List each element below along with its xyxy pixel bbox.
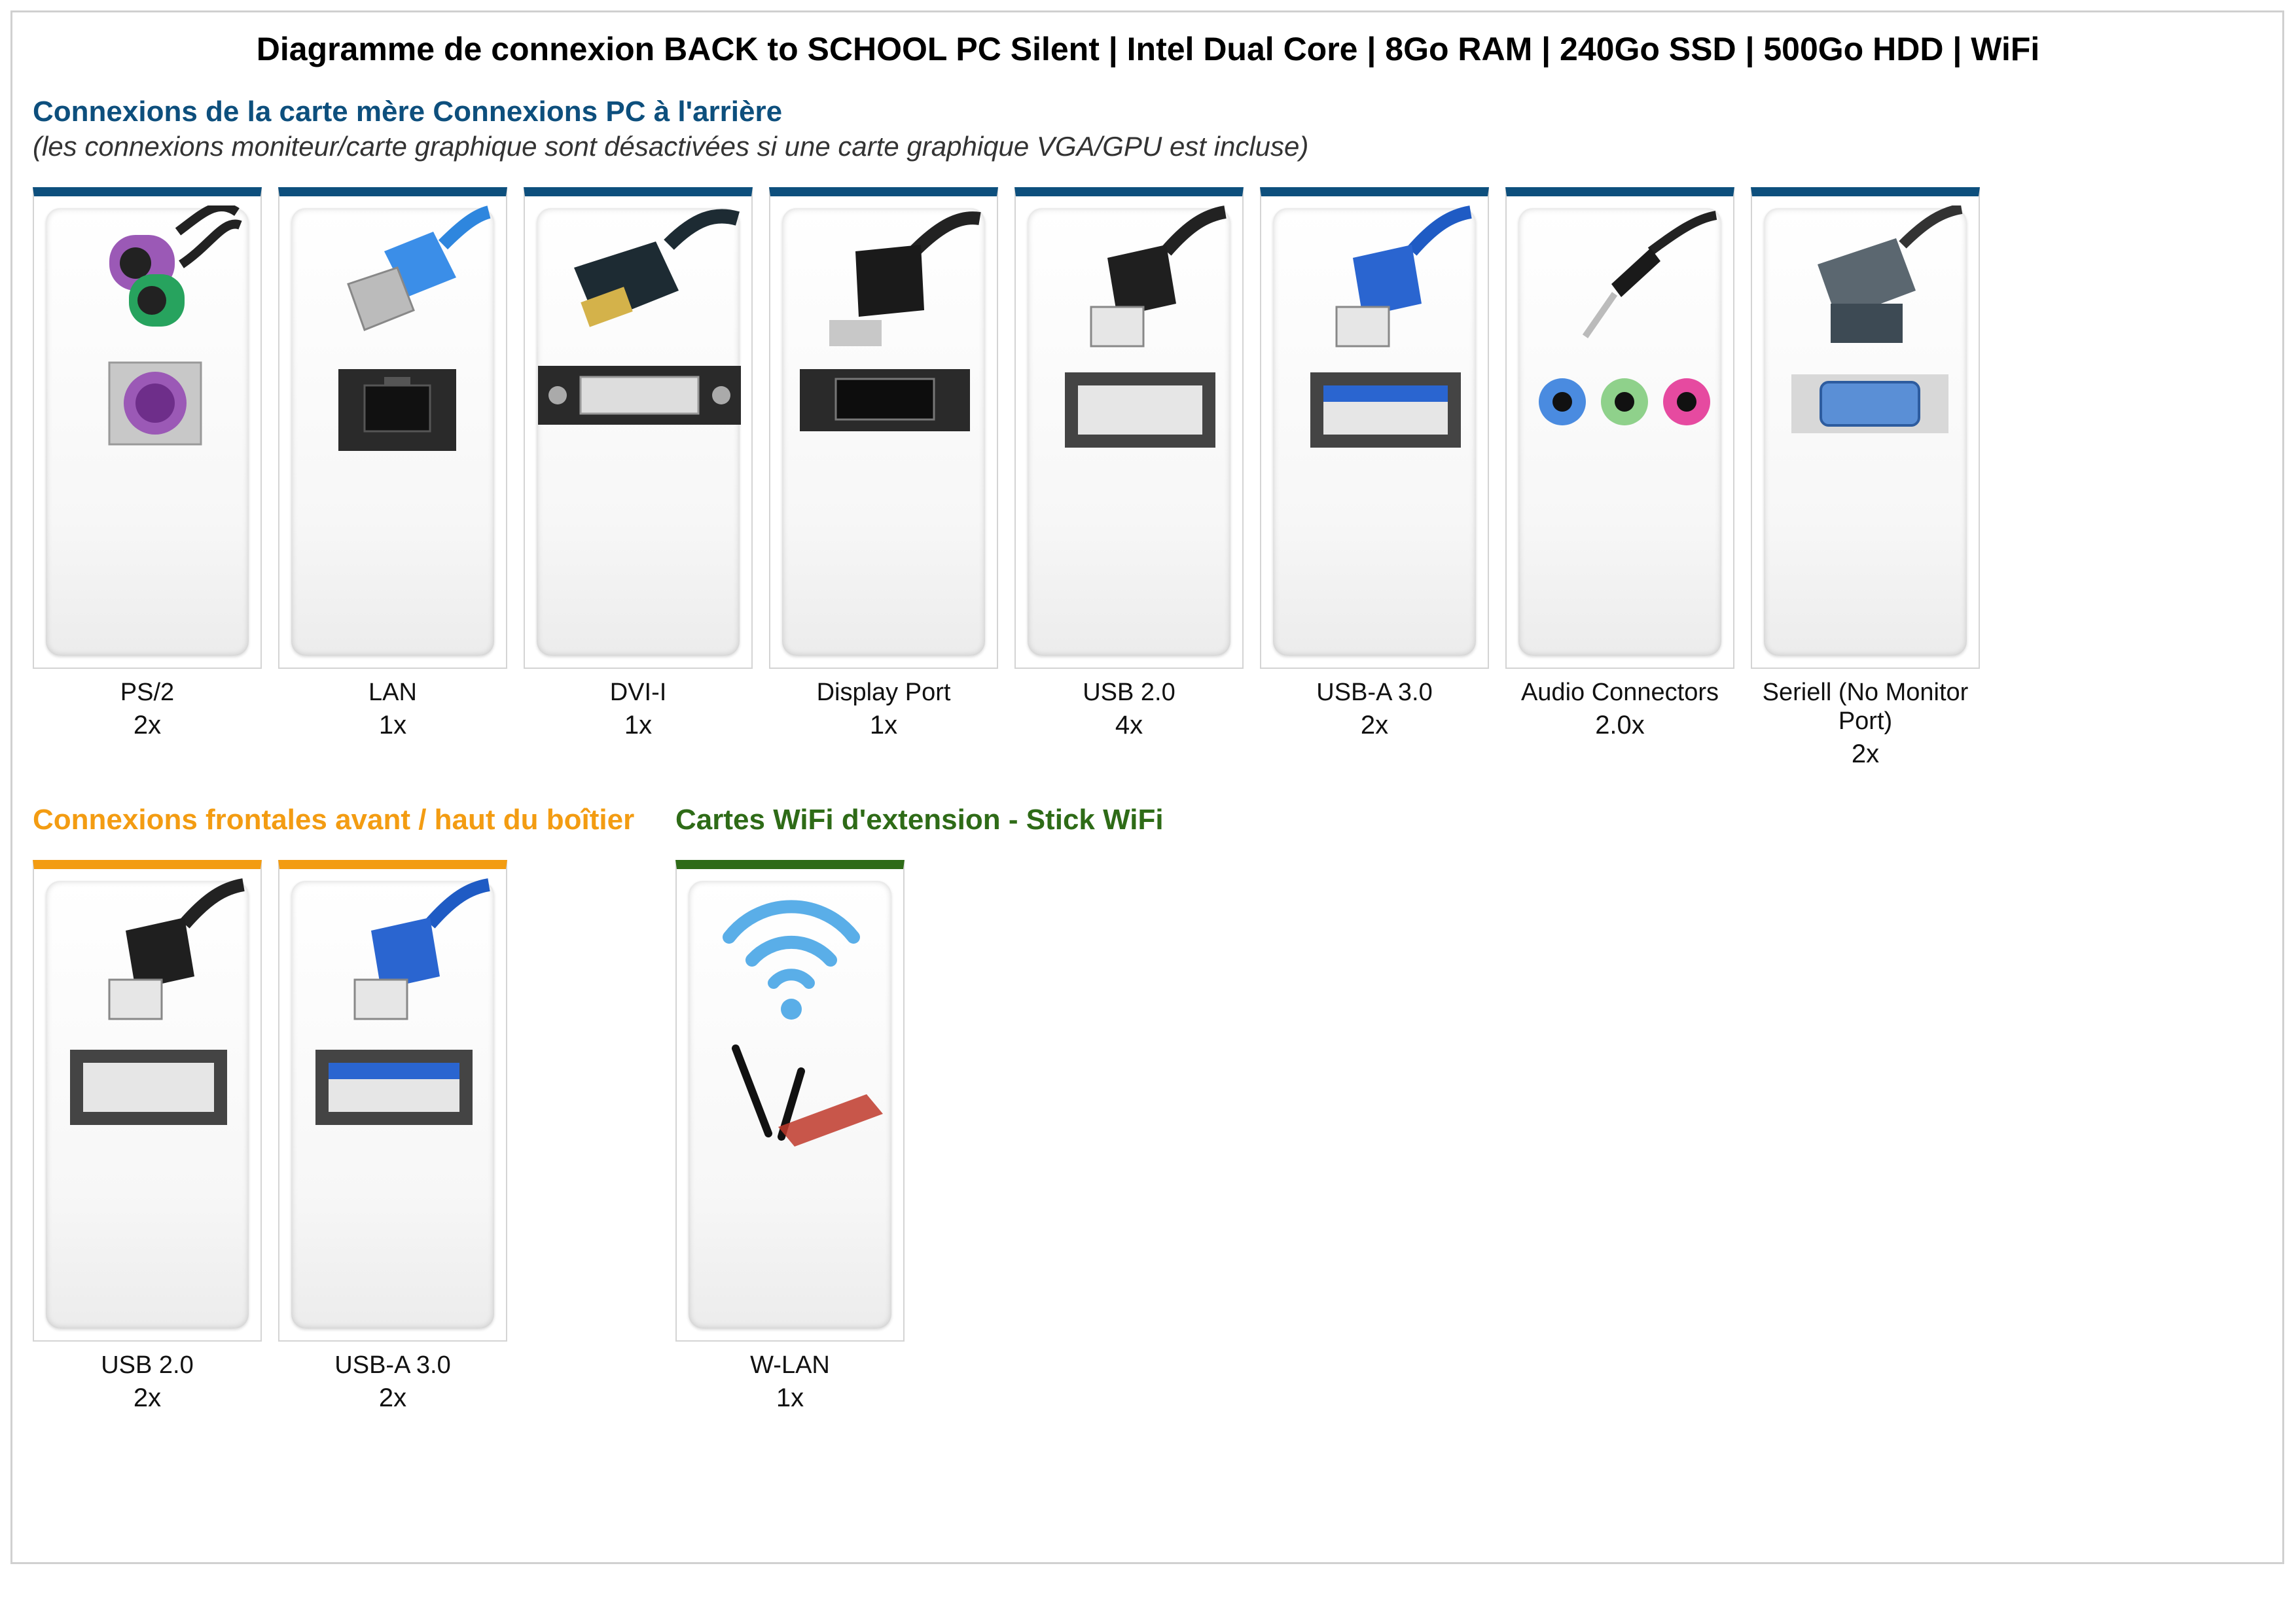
rear-qty-displayport: 1x: [869, 711, 898, 740]
connector-card-lan: [278, 187, 507, 669]
usb3-connector-icon: [1310, 205, 1472, 448]
front-qty-usb2: 2x: [133, 1383, 162, 1412]
front-qty-usb3: 2x: [378, 1383, 407, 1412]
wifi-label-wlan: W-LAN: [750, 1351, 830, 1379]
rear-section-title: Connexions de la carte mère Connexions P…: [33, 96, 783, 128]
front-card-usb2: [33, 860, 262, 1342]
front-section-title: Connexions frontales avant / haut du boî…: [33, 804, 635, 836]
usb3-connector-icon: [315, 878, 490, 1125]
connector-card-usb3: [1260, 187, 1489, 669]
rear-qty-serial: 2x: [1851, 740, 1880, 768]
audio-connector-icon: [1539, 211, 1717, 425]
rear-qty-ps2: 2x: [133, 711, 162, 740]
usb2-connector-icon: [70, 878, 245, 1125]
connector-card-serial: [1751, 187, 1980, 669]
wifi-section-title: Cartes WiFi d'extension - Stick WiFi: [675, 804, 1164, 836]
connector-card-usb2: [1014, 187, 1244, 669]
page-title: Diagramme de connexion BACK to SCHOOL PC…: [256, 31, 2040, 67]
connector-card-audio: [1505, 187, 1734, 669]
wifi-card-icon: [723, 900, 883, 1147]
wifi-qty-wlan: 1x: [776, 1383, 804, 1412]
usb2-connector-icon: [1065, 205, 1227, 448]
rear-qty-lan: 1x: [378, 711, 407, 740]
rear-label-lan: LAN: [368, 679, 417, 706]
rear-label-displayport: Display Port: [816, 679, 951, 706]
displayport-connector-icon: [800, 211, 981, 431]
rear-qty-usb2: 4x: [1115, 711, 1143, 740]
connector-card-ps2: [33, 187, 262, 669]
rear-label-audio: Audio Connectors: [1520, 679, 1719, 706]
front-card-usb3: [278, 860, 507, 1342]
rear-section-subtitle: (les connexions moniteur/carte graphique…: [33, 131, 1309, 162]
ps2-connector-icon: [108, 205, 242, 446]
front-label-usb2: USB 2.0: [101, 1351, 194, 1379]
rear-label-ps2: PS/2: [120, 679, 175, 706]
lan-connector-icon: [338, 205, 491, 451]
dvi-connector-icon: [538, 209, 741, 425]
wifi-card-wlan: [675, 860, 905, 1342]
front-label-usb3: USB-A 3.0: [334, 1351, 451, 1379]
rear-label-dvi: DVI-I: [609, 679, 667, 706]
rear-qty-dvi: 1x: [624, 711, 653, 740]
rear-label-serial: Seriell (No Monitor Port): [1762, 679, 1969, 735]
rear-qty-audio: 2.0x: [1595, 711, 1645, 740]
connector-card-dvi: [524, 187, 753, 669]
page-frame: [10, 10, 2284, 1564]
rear-label-usb3: USB-A 3.0: [1316, 679, 1433, 706]
rear-qty-usb3: 2x: [1360, 711, 1389, 740]
serial-connector-icon: [1791, 205, 1963, 433]
rear-label-usb2: USB 2.0: [1083, 679, 1175, 706]
connector-card-displayport: [769, 187, 998, 669]
